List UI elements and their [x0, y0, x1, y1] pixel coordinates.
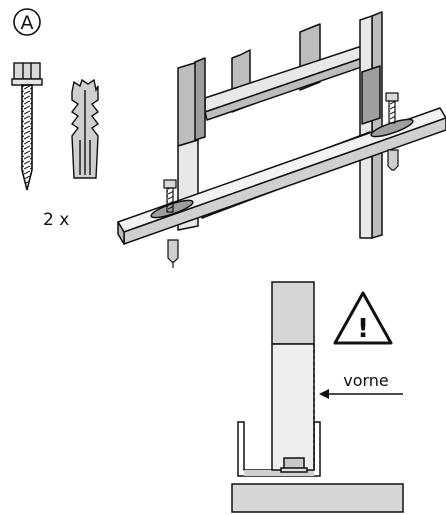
step-marker: A: [13, 8, 41, 36]
frame-bolt-left: [163, 179, 177, 213]
frame-plug-left: [167, 239, 179, 268]
front-label: vorne: [343, 371, 389, 390]
hex-bolt-icon: [11, 62, 43, 191]
hardware-quantity: 2 x: [43, 210, 69, 230]
frame-plug-right: [387, 149, 399, 171]
step-marker-letter: A: [21, 12, 34, 34]
floor: [231, 483, 404, 513]
frame-bolt-right: [385, 92, 399, 124]
detail-view: [231, 281, 404, 513]
step-marker-circle: [13, 8, 41, 36]
warning-icon: !: [333, 291, 393, 345]
front-indicator: vorne: [319, 371, 403, 399]
warning-symbol: !: [357, 314, 369, 344]
frame-assembly: [117, 11, 446, 245]
wall-plug-icon: [70, 78, 100, 179]
